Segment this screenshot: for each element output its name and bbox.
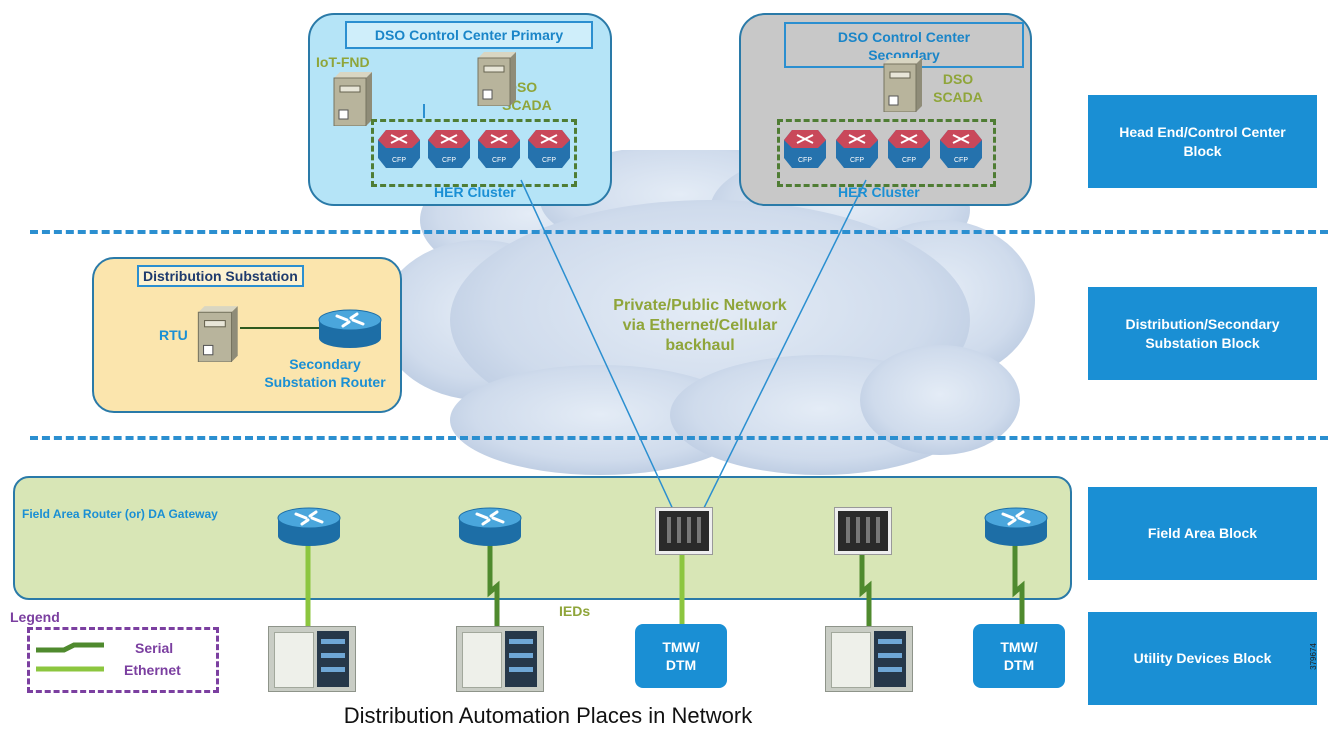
rtu-link-line [240, 327, 320, 329]
iot-fnd-server-icon [333, 72, 372, 126]
figure-id: 379674 [1308, 643, 1318, 670]
distribution-block-label: Distribution/Secondary Substation Block [1125, 315, 1280, 351]
substation-router [317, 306, 383, 350]
network-line3: backhaul [665, 337, 735, 354]
primary-center-title: DSO Control Center Primary [345, 21, 593, 49]
tmw-dtm-1: TMW/ DTM [635, 624, 727, 688]
her-router-icon: CFP [378, 130, 420, 168]
ied-cabinet-3 [825, 626, 913, 692]
separator-line-top [30, 230, 1328, 234]
secondary-scada-label: DSO SCADA [928, 70, 988, 106]
her-router-label: CFP [954, 157, 968, 164]
network-line2: via Ethernet/Cellular [622, 317, 778, 334]
iot-fnd-label: IoT-FND [316, 54, 370, 70]
her-router-label: CFP [850, 157, 864, 164]
primary-her-routers: CFP CFP CFP CFP [376, 126, 571, 176]
secondary-her-routers: CFP CFP CFP CFP [782, 126, 987, 176]
secondary-her-cluster-box [777, 119, 996, 187]
head-end-block: Head End/Control Center Block [1088, 95, 1317, 188]
rtu-label: RTU [159, 327, 188, 343]
legend-serial-line [36, 642, 104, 653]
primary-scada-server-icon [477, 52, 516, 106]
serial-link-3 [1012, 544, 1025, 624]
utility-devices-block: Utility Devices Block [1088, 612, 1317, 705]
network-cloud [380, 150, 1035, 475]
serial-link-1 [487, 544, 500, 628]
head-end-block-label: Head End/Control Center Block [1119, 123, 1286, 159]
network-line1: Private/Public Network [613, 297, 787, 314]
secondary-router-label: Secondary Substation Router [255, 355, 395, 391]
her-router-icon: CFP [836, 130, 878, 168]
field-router-1 [276, 504, 342, 548]
her-router-icon: CFP [784, 130, 826, 168]
secondary-router-line2: Substation Router [264, 374, 386, 390]
field-area-block: Field Area Block [1088, 487, 1317, 580]
field-area-label: Field Area Router (or) DA Gateway [22, 507, 218, 521]
da-gateway-1 [656, 508, 712, 554]
her-router-icon: CFP [428, 130, 470, 168]
secondary-scada-line2: SCADA [933, 89, 983, 105]
legend-ethernet-label: Ethernet [124, 662, 181, 678]
ied-cabinet-1 [268, 626, 356, 692]
serial-link-2 [859, 548, 872, 628]
her-router-label: CFP [442, 157, 456, 164]
router-icon [458, 507, 522, 546]
rtu-server-icon [197, 306, 238, 362]
tmw-dtm-2: TMW/ DTM [973, 624, 1065, 688]
da-gateway-2 [835, 508, 891, 554]
field-router-2 [457, 504, 523, 548]
primary-her-cluster-box [371, 119, 577, 187]
utility-devices-block-label: Utility Devices Block [1133, 650, 1272, 666]
ieds-label: IEDs [559, 603, 591, 619]
her-router-label: CFP [492, 157, 506, 164]
her-router-icon: CFP [940, 130, 982, 168]
primary-her-cluster-label: HER Cluster [434, 184, 516, 200]
secondary-router-line1: Secondary [289, 356, 361, 372]
legend-serial-label: Serial [135, 640, 174, 656]
network-label: Private/Public Network via Ethernet/Cell… [580, 296, 820, 356]
field-area-block-label: Field Area Block [1147, 525, 1258, 541]
her-router-label: CFP [542, 157, 556, 164]
field-area-panel [13, 476, 1072, 600]
secondary-scada-line1: DSO [942, 71, 974, 87]
her-router-label: CFP [902, 157, 916, 164]
diagram-title: Distribution Automation Places in Networ… [343, 703, 753, 728]
separator-line-bottom [30, 436, 1328, 440]
backhaul-link-primary [520, 179, 677, 517]
router-icon [277, 507, 341, 546]
legend-title: Legend [10, 609, 60, 625]
ied-cabinet-2 [456, 626, 544, 692]
connector-line [423, 104, 425, 118]
router-icon [318, 309, 382, 348]
field-router-3 [983, 504, 1049, 548]
legend-symbols [36, 642, 104, 672]
router-icon [984, 507, 1048, 546]
backhaul-link-secondary [699, 179, 867, 517]
substation-title: Distribution Substation [137, 265, 304, 287]
her-router-label: CFP [392, 157, 406, 164]
her-router-icon: CFP [478, 130, 520, 168]
her-router-icon: CFP [528, 130, 570, 168]
legend-box [27, 627, 219, 693]
distribution-block: Distribution/Secondary Substation Block [1088, 287, 1317, 380]
secondary-scada-server-icon [883, 58, 922, 112]
her-router-label: CFP [798, 157, 812, 164]
her-router-icon: CFP [888, 130, 930, 168]
